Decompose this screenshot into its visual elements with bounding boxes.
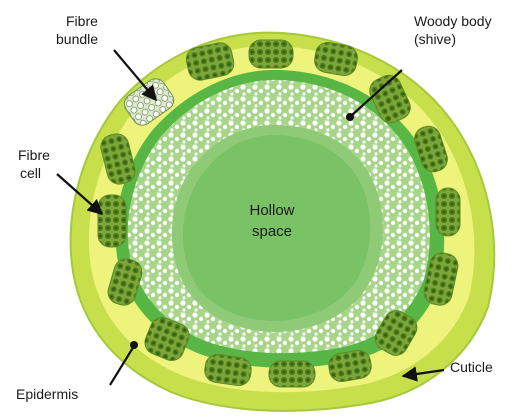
label-epidermis: Epidermis — [16, 386, 78, 402]
pointer-dot-epidermis — [130, 341, 138, 349]
label-woody-body-line2: (shive) — [414, 31, 456, 47]
fibre-bundle — [249, 40, 293, 68]
pointer-dot-woody-body — [346, 113, 354, 121]
label-fibre-bundle-line2: bundle — [56, 31, 98, 47]
label-fibre-cell-line1: Fibre — [18, 147, 50, 163]
fibre-bundle — [436, 188, 460, 236]
label-cuticle: Cuticle — [450, 359, 493, 375]
label-hollow-space-line1: Hollow — [249, 202, 294, 219]
label-fibre-cell-line2: cell — [20, 165, 41, 181]
fibre-bundle — [269, 361, 315, 387]
fibre-bundle — [98, 195, 126, 247]
label-fibre-bundle-line1: Fibre — [66, 13, 98, 29]
label-hollow-space-line2: space — [252, 223, 292, 240]
stem-cross-section — [71, 33, 495, 411]
label-woody-body-line1: Woody body — [414, 13, 492, 29]
